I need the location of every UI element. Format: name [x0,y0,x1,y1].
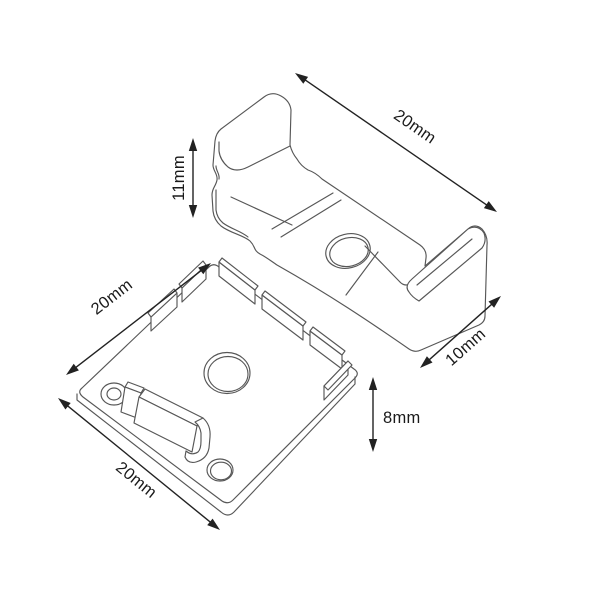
cap-wall-right-3-top [309,326,346,356]
dimension-label-cap-side-bottom: 20mm [112,458,160,502]
arrowhead-icon [58,398,71,410]
dimension-clip-height: 11mm [170,138,198,218]
arrowhead-icon [488,296,501,308]
dimension-label-clip-length: 20mm [390,106,439,147]
cap-small-hole [206,458,234,482]
dimension-line [74,269,203,369]
cap-eyelet-inner [106,387,122,401]
cap-bracket-rail-face [133,396,198,453]
cap-wall-right-2-top [261,290,307,327]
cap-bracket-hook [184,417,211,464]
clip-left-flange-fold [218,141,291,171]
end-cap-drawing [76,257,358,516]
clip-hole-inner-edge [329,236,369,268]
arrowhead-icon [368,377,378,390]
cap-center-hole [203,351,251,395]
dimension-cap-height: 8mm [368,377,421,452]
dimension-line [427,302,494,362]
arrowhead-icon [483,201,497,212]
arrowhead-icon [420,356,433,368]
cap-center-hole-inner-edge [207,355,249,393]
clip-face-crease [230,196,293,226]
cap-small-hole-inner-edge [209,461,233,481]
clip-right-flange-fold-line [416,238,473,286]
arrowhead-icon [66,363,79,375]
arrowhead-icon [188,138,198,151]
dimension-label-cap-side-left: 20mm [88,276,136,319]
clip-left-edge-thickness [215,189,249,238]
dimension-label-cap-height: 8mm [383,409,421,427]
arrowhead-icon [295,73,309,84]
dimension-line [66,404,212,524]
clip-web-crease-2 [280,199,342,238]
arrowhead-icon [188,205,198,218]
dimension-label-clip-height: 11mm [170,155,188,201]
mounting-clip-drawing [211,93,488,352]
arrowhead-icon [198,263,211,275]
clip-web-crease-1 [271,192,334,230]
cap-plate-thickness [76,376,356,516]
dimension-line [303,78,489,207]
cap-wall-right-1-top [218,257,259,291]
clip-hole [325,233,371,269]
arrowhead-icon [368,439,378,452]
cap-wall-corner-top [323,360,353,391]
clip-right-flange-tip [406,226,486,302]
arrowhead-icon [207,518,220,530]
clip-web-crease-3 [345,251,379,296]
clip-notch-thickness [215,165,220,180]
